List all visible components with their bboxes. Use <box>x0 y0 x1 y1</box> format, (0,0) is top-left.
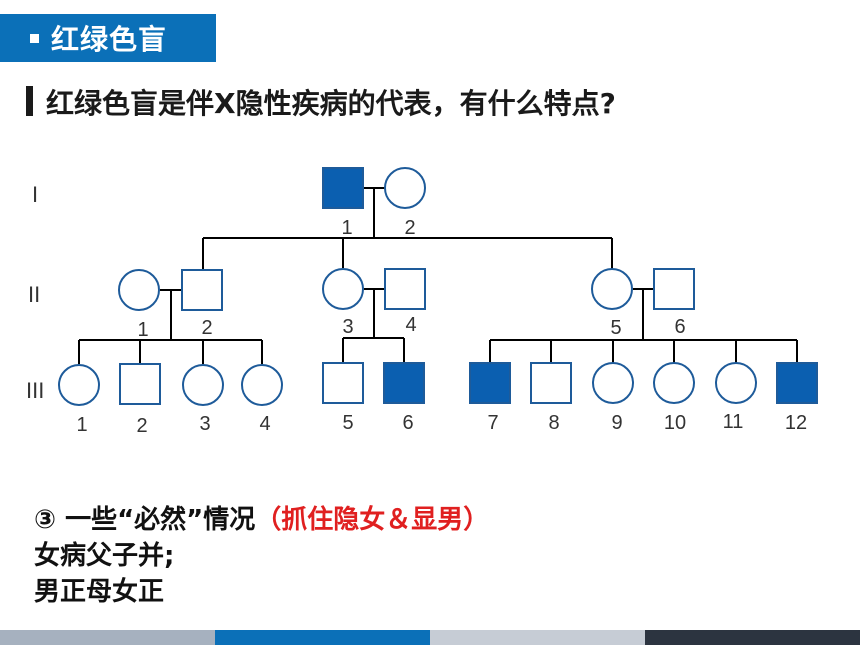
footer-segment-1 <box>0 630 215 645</box>
label-ii4: 4 <box>405 314 416 336</box>
question-marker <box>26 86 33 116</box>
footer-color-bar <box>0 630 860 645</box>
individual-iii2-male <box>119 363 161 405</box>
pedigree-lines <box>78 187 798 364</box>
footer-segment-3 <box>430 630 645 645</box>
pedigree-chart: I II III 1 2 1 2 3 4 5 6 1 2 3 4 5 6 7 8… <box>26 167 818 437</box>
label-iii10: 10 <box>664 412 686 434</box>
individual-iii6-affected-male <box>383 362 425 404</box>
label-i2: 2 <box>404 217 415 239</box>
label-iii12: 12 <box>785 412 807 434</box>
label-iii8: 8 <box>548 412 559 434</box>
label-i1: 1 <box>341 217 352 239</box>
notes-line-1-main: ③ 一些“必然”情况 <box>34 505 256 535</box>
title-bullet <box>30 33 39 43</box>
individual-i2-female <box>384 167 426 209</box>
generation-label-i: I <box>32 182 38 207</box>
individual-ii4-male <box>384 268 426 310</box>
notes-line-1-highlight: （抓住隐女＆显男） <box>255 505 490 535</box>
footer-segment-4 <box>645 630 860 645</box>
label-ii2: 2 <box>201 317 212 339</box>
label-ii6: 6 <box>674 316 685 338</box>
label-ii1: 1 <box>137 319 148 341</box>
title-banner: 红绿色盲 <box>0 14 216 62</box>
label-iii6: 6 <box>402 412 413 434</box>
label-ii3: 3 <box>342 316 353 338</box>
notes-line-1: ③ 一些“必然”情况（抓住隐女＆显男） <box>34 502 489 538</box>
label-iii11: 11 <box>723 411 744 433</box>
notes-block: ③ 一些“必然”情况（抓住隐女＆显男） 女病父子并; 男正母女正 <box>34 502 489 610</box>
individual-i1-affected-male <box>322 167 364 209</box>
individual-iii9-female <box>592 362 634 404</box>
individual-iii8-male <box>530 362 572 404</box>
notes-line-2: 女病父子并; <box>34 541 175 571</box>
footer-segment-2 <box>215 630 430 645</box>
label-iii1: 1 <box>76 414 87 436</box>
individual-iii12-affected-male <box>776 362 818 404</box>
individual-ii2-male <box>181 269 223 311</box>
individual-iii1-female <box>58 364 100 406</box>
label-iii4: 4 <box>259 413 270 435</box>
individual-ii6-male <box>653 268 695 310</box>
label-iii9: 9 <box>611 412 622 434</box>
individual-iii10-female <box>653 362 695 404</box>
generation-label-ii: II <box>28 282 40 307</box>
individual-iii3-female <box>182 364 224 406</box>
label-ii5: 5 <box>610 317 621 339</box>
individual-iii5-male <box>322 362 364 404</box>
individual-iii11-female <box>715 362 757 404</box>
notes-line-3: 男正母女正 <box>34 577 165 607</box>
individual-iii4-female <box>241 364 283 406</box>
individual-ii1-female <box>118 269 160 311</box>
individual-iii7-affected-male <box>469 362 511 404</box>
label-iii5: 5 <box>342 412 353 434</box>
generation-label-iii: III <box>26 378 44 403</box>
individual-ii3-female <box>322 268 364 310</box>
question-text: 红绿色盲是伴X隐性疾病的代表，有什么特点? <box>46 87 616 120</box>
page-title: 红绿色盲 <box>51 23 168 56</box>
individual-ii5-female <box>591 268 633 310</box>
label-iii2: 2 <box>136 415 147 437</box>
label-iii7: 7 <box>487 412 498 434</box>
label-iii3: 3 <box>199 413 210 435</box>
